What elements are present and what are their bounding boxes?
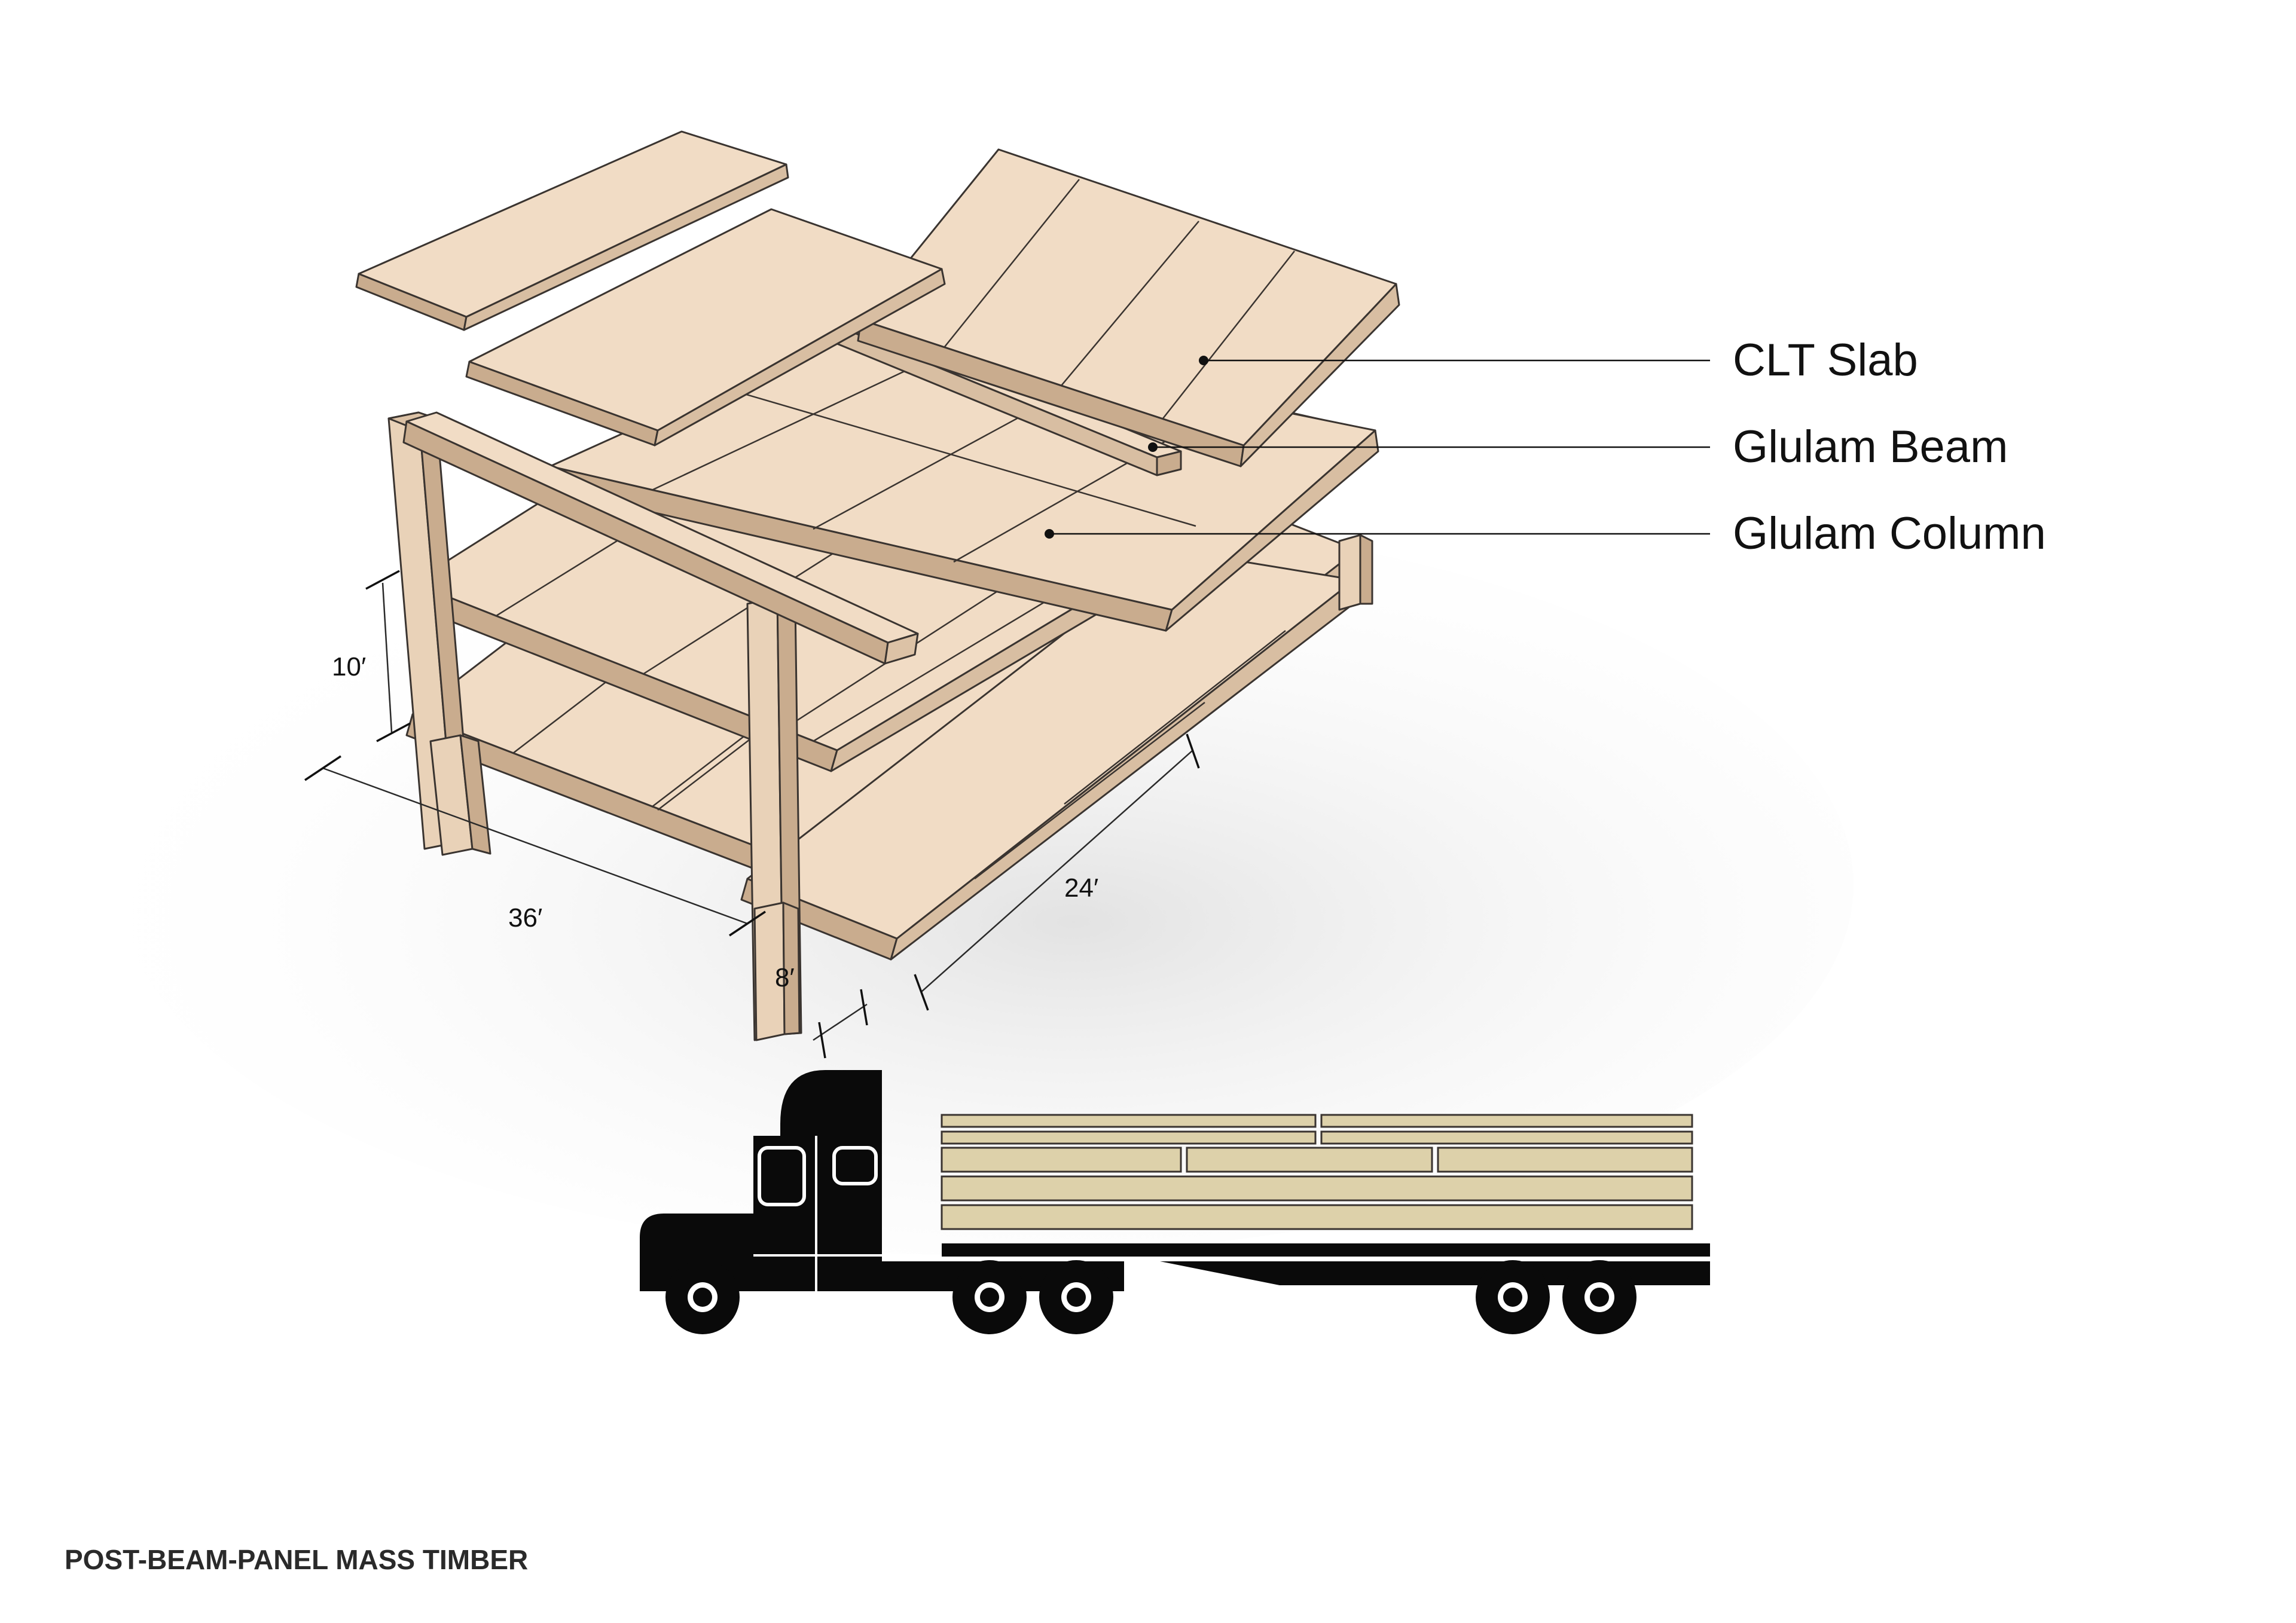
wheel-drive-2 bbox=[1039, 1260, 1113, 1334]
page-title: POST-BEAM-PANEL MASS TIMBER bbox=[65, 1544, 528, 1575]
glulam-beam-front bbox=[402, 411, 919, 665]
dimension-lines: 10′ 36′ 24′ 8′ bbox=[304, 570, 1200, 1059]
dim-panel-width: 8′ bbox=[775, 963, 795, 992]
cab-window-left bbox=[758, 1146, 806, 1206]
wheel-trailer-1 bbox=[1476, 1260, 1550, 1334]
dim-floor-height: 10′ bbox=[332, 652, 366, 681]
flatbed-truck-icon bbox=[640, 1070, 1710, 1334]
clt-panel-floating-top bbox=[355, 130, 789, 331]
callouts: CLT Slab Glulam Beam Glulam Column bbox=[1045, 335, 2046, 559]
callout-clt-slab: CLT Slab bbox=[1733, 335, 1918, 386]
wheel-drive-1 bbox=[952, 1260, 1027, 1334]
callout-glulam-beam: Glulam Beam bbox=[1733, 421, 2008, 472]
ground-slab bbox=[740, 549, 1358, 961]
clt-panel-floating-middle bbox=[465, 208, 946, 447]
dim-bay-width: 24′ bbox=[1064, 873, 1098, 903]
timber-structure bbox=[355, 130, 1400, 1041]
timber-panel-load bbox=[941, 1114, 1693, 1230]
glulam-column-back-right bbox=[1338, 534, 1373, 611]
cab-window-right bbox=[832, 1146, 878, 1185]
callout-glulam-column: Glulam Column bbox=[1733, 508, 2046, 559]
wheel-trailer-2 bbox=[1562, 1260, 1636, 1334]
column-stub-bottom bbox=[753, 901, 801, 1041]
column-stub-left bbox=[429, 734, 491, 856]
wheel-front bbox=[665, 1260, 740, 1334]
dim-bay-length: 36′ bbox=[508, 903, 542, 933]
roof-slab bbox=[857, 148, 1400, 467]
